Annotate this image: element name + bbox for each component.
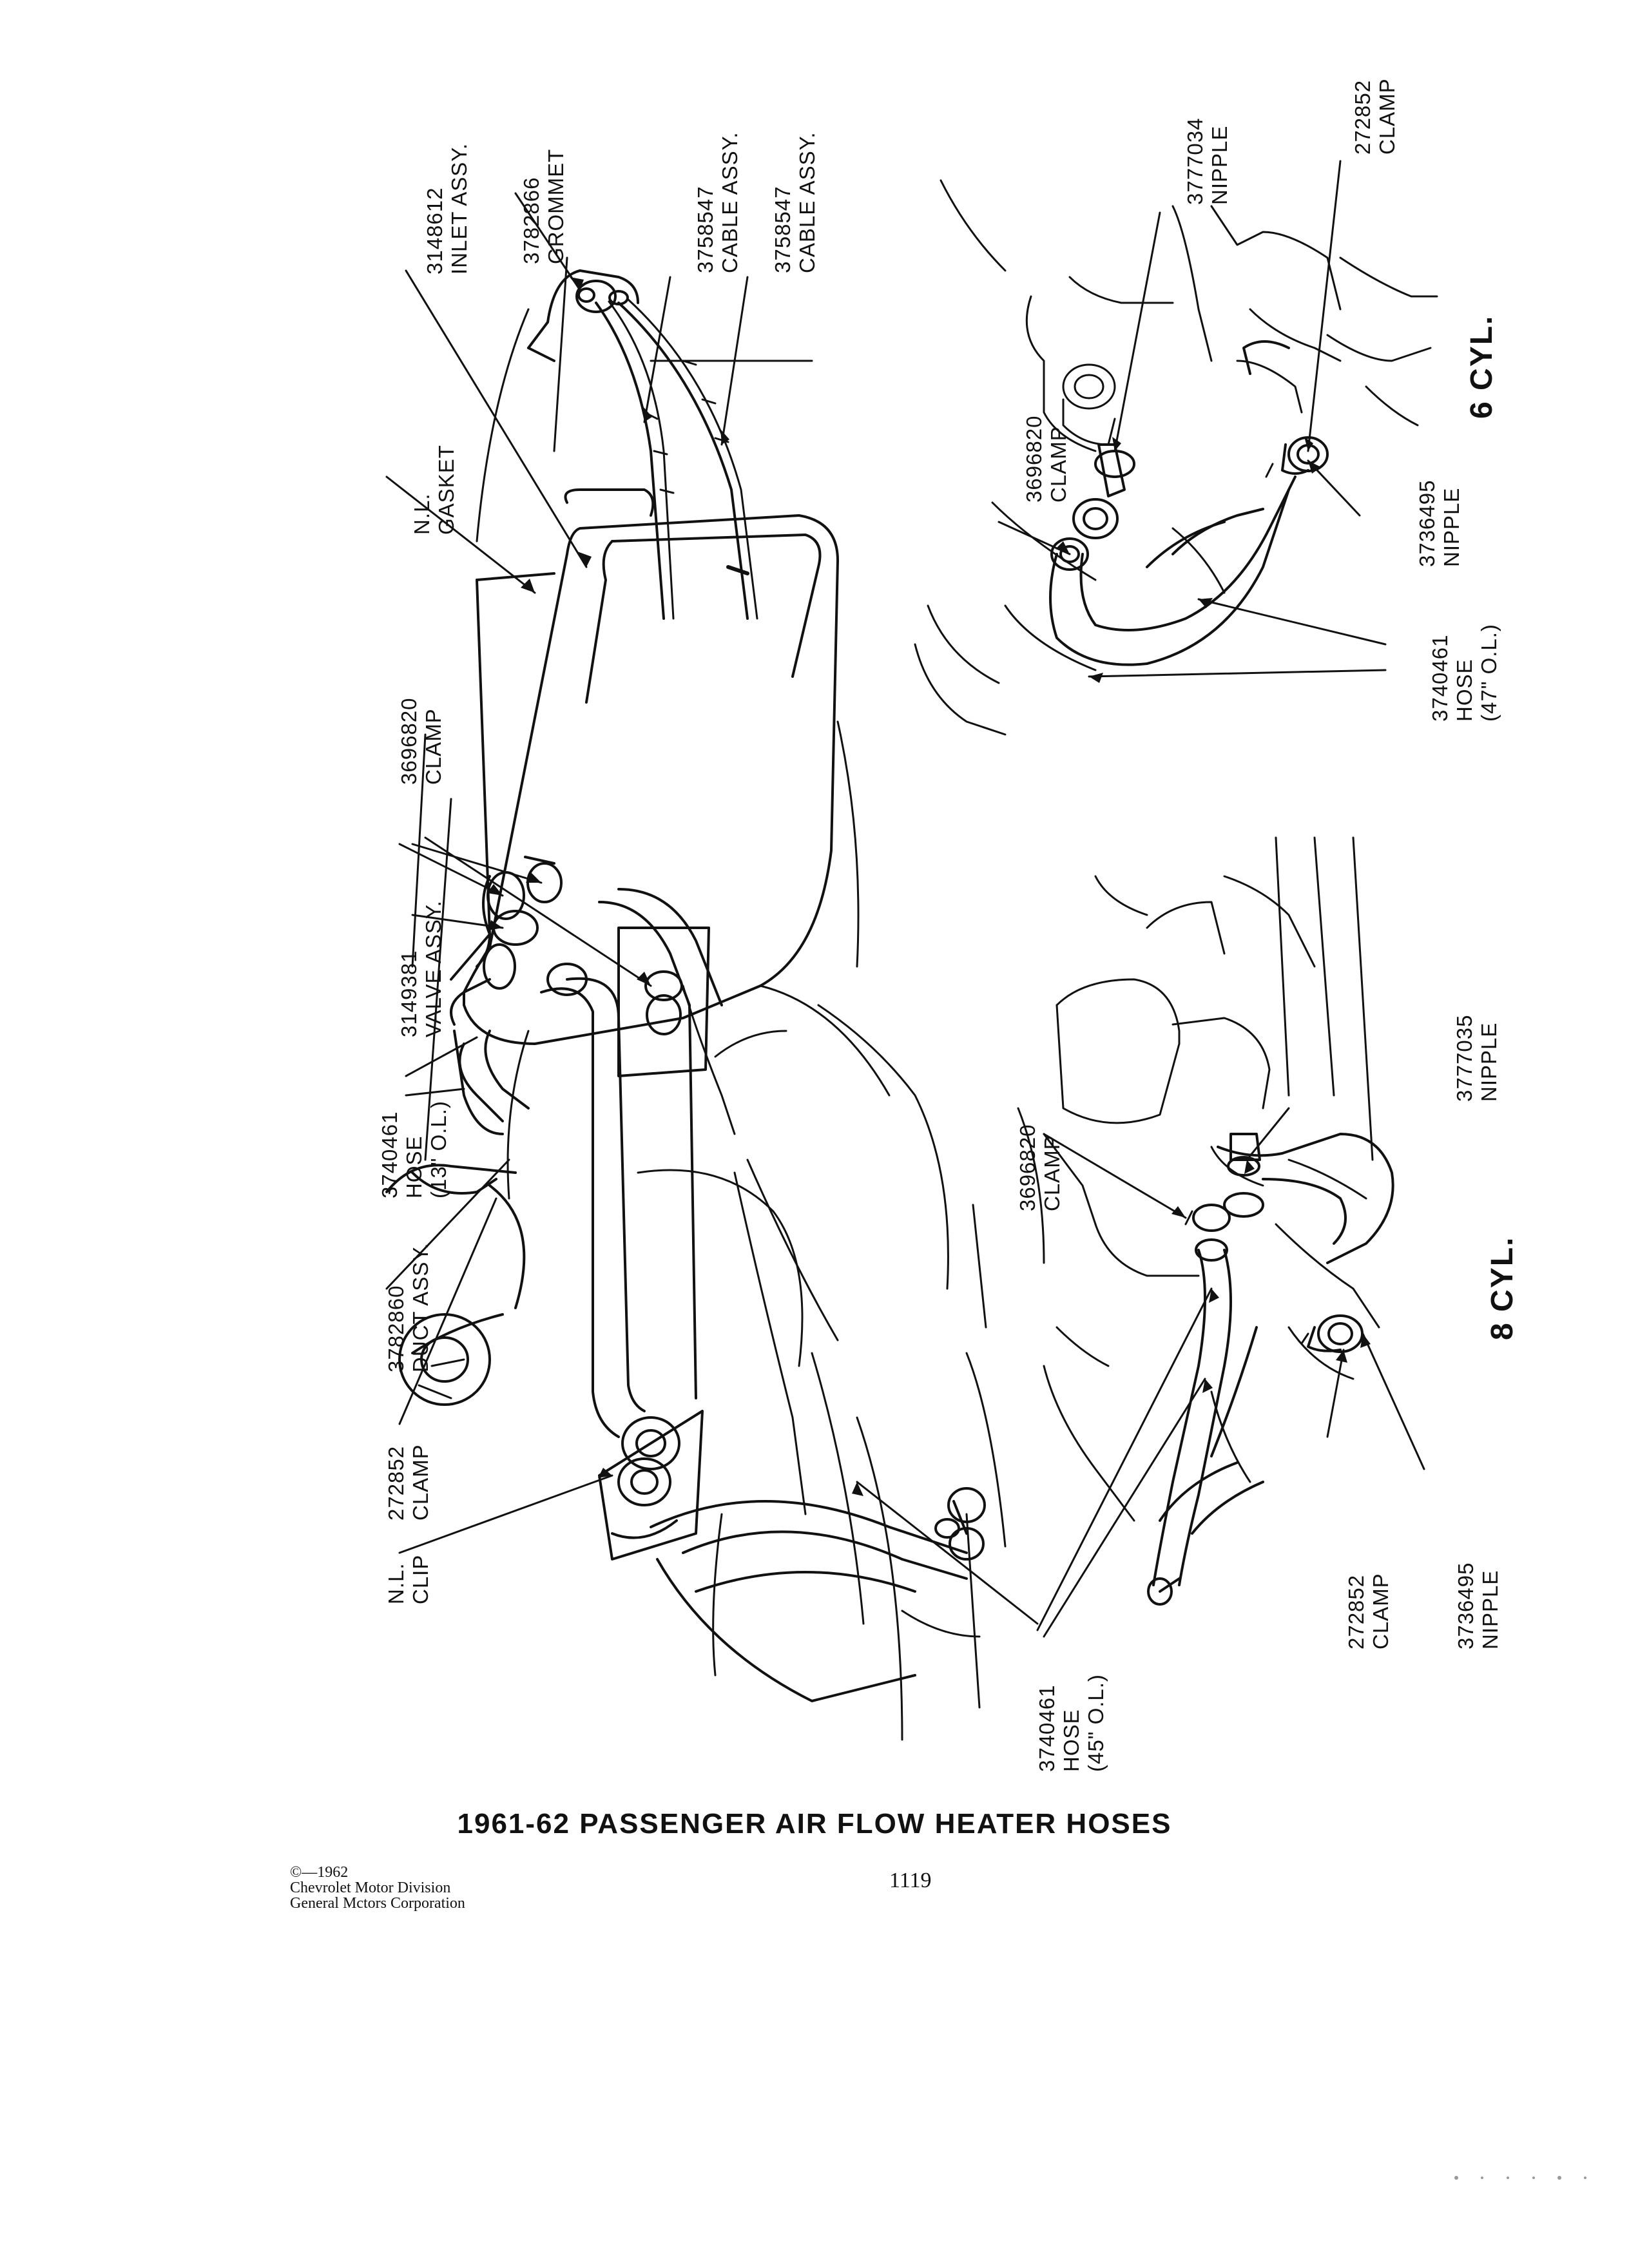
- label-gasket: N.L.GASKET: [410, 445, 458, 535]
- dash-lines: [412, 258, 1005, 1740]
- main-heater-hoses: [541, 889, 985, 1701]
- control-cables: [596, 300, 757, 619]
- air-duct: [387, 1165, 524, 1405]
- heading-6-cyl: 6 CYL.: [1465, 314, 1499, 419]
- scan-specks: [1454, 2176, 1586, 2180]
- page-number: 1119: [889, 1869, 932, 1892]
- label-clip: N.L.CLIP: [384, 1554, 432, 1604]
- arrowheads: [487, 277, 1371, 1496]
- short-hose-13: [412, 1031, 528, 1193]
- fender-contour: [508, 1005, 979, 1637]
- eight-cyl-engine: [1018, 838, 1379, 1521]
- eight-cyl-hose: [1148, 1134, 1393, 1604]
- leader-lines: [387, 161, 1424, 1637]
- page-title: 1961-62 PASSENGER AIR FLOW HEATER HOSES: [457, 1808, 1172, 1840]
- eight-cyl-nipple-clamp: [1186, 1134, 1362, 1352]
- six-cyl-engine: [915, 180, 1437, 735]
- six-cyl-hose: [1050, 341, 1295, 665]
- six-cyl-nipple-clamp: [1074, 437, 1327, 538]
- firewall-clip: [599, 1411, 702, 1559]
- heading-8-cyl: 8 CYL.: [1485, 1236, 1519, 1340]
- heater-core-case: [451, 490, 838, 1076]
- inlet-and-grommet: [528, 271, 638, 361]
